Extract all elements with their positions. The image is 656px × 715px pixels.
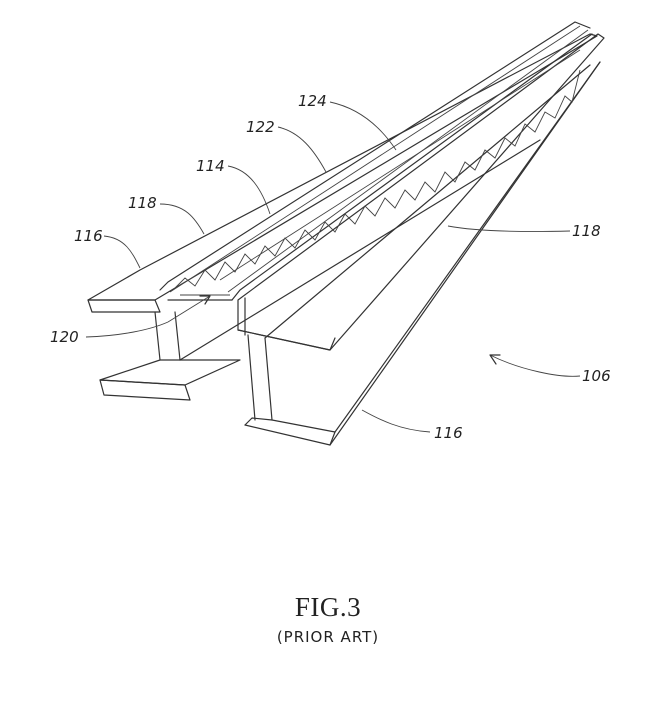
arrow-120-head xyxy=(199,295,211,305)
ref-116-bottom: 116 xyxy=(434,424,463,442)
ref-106: 106 xyxy=(582,367,611,385)
leader-114 xyxy=(227,165,271,215)
leader-118-left xyxy=(159,203,205,235)
arrow-120 xyxy=(167,295,211,323)
figure-title: FIG.3 xyxy=(294,592,362,622)
ref-118-right: 118 xyxy=(572,222,601,240)
leader-124 xyxy=(329,101,397,151)
leader-116-bottom xyxy=(361,409,431,433)
leader-lines xyxy=(85,101,581,433)
ref-122: 122 xyxy=(246,118,275,136)
ref-116-left: 116 xyxy=(74,227,103,245)
rack-teeth xyxy=(174,69,581,289)
leader-120 xyxy=(85,321,169,338)
leader-118-right xyxy=(447,225,571,232)
leader-122 xyxy=(277,126,327,173)
ref-114: 114 xyxy=(196,157,225,175)
right-beam xyxy=(237,33,605,446)
arrow-106-head xyxy=(489,354,501,365)
center-track xyxy=(159,21,593,301)
reference-numerals: 116 118 114 122 124 118 120 106 116 xyxy=(50,92,611,442)
ref-120: 120 xyxy=(50,328,79,346)
figure-subtitle: (PRIOR ART) xyxy=(276,628,380,646)
ref-118-left: 118 xyxy=(128,194,157,212)
leader-116-left xyxy=(103,235,141,269)
leader-106 xyxy=(489,354,581,377)
left-beam xyxy=(87,33,598,401)
ref-124: 124 xyxy=(298,92,327,110)
